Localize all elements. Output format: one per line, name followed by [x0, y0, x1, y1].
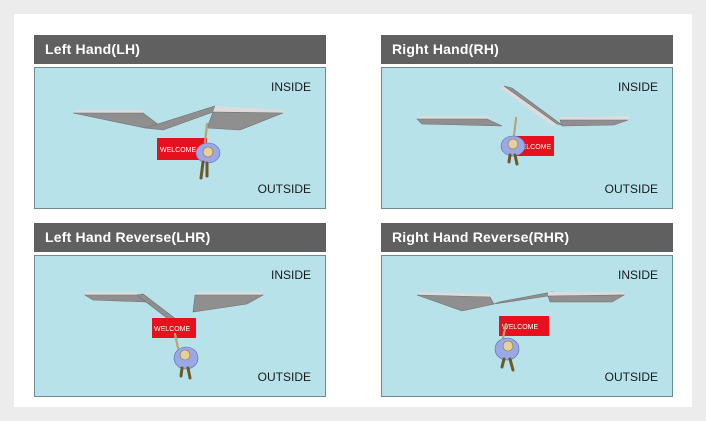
welcome-sign-text: WELCOME: [154, 326, 191, 333]
door-illustration: WELCOME: [416, 85, 630, 166]
right-door-panel: [206, 111, 284, 131]
door-scene: WELCOME INSIDE OUTSIDE: [34, 255, 326, 397]
person-figure: [494, 322, 520, 372]
left-door-panel: [83, 294, 149, 303]
left-door-panel: [72, 112, 164, 129]
right-door-top: [213, 106, 285, 113]
right-door-panel: [192, 294, 265, 313]
door-scene: WELCOME INSIDE OUTSIDE: [381, 67, 673, 209]
welcome-sign: [157, 138, 207, 160]
panel-title: Left Hand Reverse(LHR): [34, 223, 326, 252]
swinging-door: [503, 85, 563, 126]
person-figure: [500, 116, 526, 166]
panel-right-hand: Right Hand(RH) WELCOME INSIDE: [381, 35, 673, 210]
inside-label: INSIDE: [617, 268, 658, 282]
left-door-top: [417, 116, 487, 119]
swinging-door-top: [500, 86, 557, 126]
panel-title: Left Hand(LH): [34, 35, 326, 64]
left-door-top: [73, 110, 145, 113]
panel-left-hand: Left Hand(LH) WELCOME INSIDE OUTSI: [34, 35, 326, 210]
panel-right-hand-reverse: Right Hand Reverse(RHR) WELCOME INSIDE: [381, 223, 673, 398]
swinging-door: [144, 105, 216, 131]
door-scene: WELCOME INSIDE OUTSIDE: [34, 67, 326, 209]
right-door-panel: [559, 119, 629, 127]
panel-left-hand-reverse: Left Hand Reverse(LHR) WELCOME INSIDE: [34, 223, 326, 398]
welcome-sign-text: WELCOME: [160, 147, 197, 154]
diagram-sheet: Left Hand(LH) WELCOME INSIDE OUTSI: [14, 14, 692, 407]
inside-label: INSIDE: [617, 80, 658, 94]
welcome-sign: [152, 318, 196, 338]
left-door-top: [85, 292, 137, 295]
inside-label: INSIDE: [270, 268, 311, 282]
left-door-top: [417, 292, 490, 297]
inside-label: INSIDE: [270, 80, 311, 94]
panel-title: Right Hand(RH): [381, 35, 673, 64]
right-door-panel: [547, 294, 626, 303]
welcome-sign-text: WELCOME: [502, 324, 539, 331]
door-scene: WELCOME INSIDE OUTSIDE: [381, 255, 673, 397]
left-door-panel: [416, 294, 495, 312]
welcome-sign: [499, 316, 549, 336]
door-illustration: WELCOME: [72, 105, 285, 180]
person-figure: [173, 332, 199, 380]
right-door-top: [560, 116, 630, 120]
door-illustration: WELCOME: [416, 291, 626, 372]
person-figure: [195, 122, 221, 180]
outside-label: OUTSIDE: [604, 182, 658, 196]
panel-title: Right Hand Reverse(RHR): [381, 223, 673, 252]
left-door-panel: [416, 118, 503, 127]
door-illustration: WELCOME: [83, 292, 265, 380]
outside-label: OUTSIDE: [604, 370, 658, 384]
outside-label: OUTSIDE: [257, 370, 311, 384]
right-door-top: [195, 292, 263, 295]
swinging-door: [493, 291, 553, 305]
outside-label: OUTSIDE: [257, 182, 311, 196]
welcome-sign-text: WELCOME: [515, 144, 552, 151]
